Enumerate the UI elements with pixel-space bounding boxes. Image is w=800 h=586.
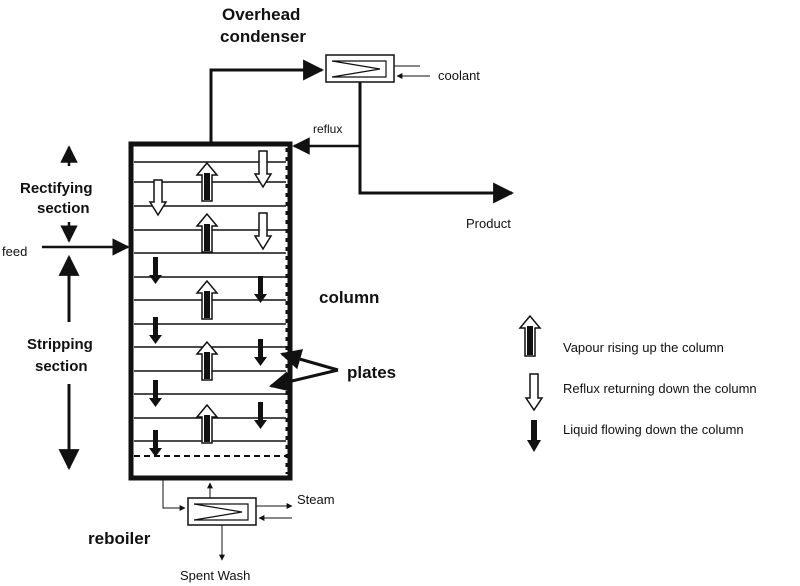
legend-text-reflux: Reflux returning down the column: [563, 381, 757, 396]
reflux-label: reflux: [313, 122, 342, 136]
steam-label: Steam: [297, 492, 335, 507]
liquid-arrow-icon: [149, 380, 162, 407]
reboiler-label: reboiler: [88, 529, 151, 548]
reflux-arrow-icon: [524, 373, 544, 412]
legend-text-liquid: Liquid flowing down the column: [563, 422, 744, 437]
overhead-condenser: [325, 54, 395, 83]
overhead-label-line1: Overhead: [222, 5, 300, 24]
plates-pointer-upper: [279, 349, 339, 372]
reflux-arrow-icon: [148, 179, 168, 217]
vapour-arrow-icon: [195, 212, 219, 253]
legend: Vapour rising up the column Reflux retur…: [518, 314, 757, 452]
overhead-vapour-line: [209, 59, 325, 142]
reflux-arrow-icon: [253, 212, 273, 251]
vapour-arrow-icon: [518, 314, 542, 357]
product-label: Product: [466, 216, 511, 231]
feed-label: feed: [2, 244, 27, 259]
liquid-arrows: [149, 257, 267, 457]
reflux-arrow-icon: [253, 150, 273, 189]
plates-pointer-lower: [268, 368, 339, 392]
rectifying-label-line2: section: [37, 200, 90, 217]
vapour-arrow-icon: [195, 279, 219, 320]
condensate-line: [358, 82, 515, 204]
liquid-arrow-icon: [527, 420, 541, 452]
vapour-arrow-icon: [195, 161, 219, 202]
spent-wash-label: Spent Wash: [180, 568, 250, 583]
liquid-arrow-icon: [149, 257, 162, 284]
overhead-label-line2: condenser: [220, 27, 306, 46]
liquid-arrow-icon: [254, 339, 267, 366]
reboiler-feed-line: [162, 478, 186, 511]
legend-text-vapour: Vapour rising up the column: [563, 340, 724, 355]
vapour-arrow-icon: [195, 403, 219, 444]
legend-item-vapour: [518, 314, 542, 357]
stripping-label-line2: section: [35, 358, 88, 375]
coolant-label: coolant: [438, 68, 480, 83]
rectifying-label-line1: Rectifying: [20, 180, 93, 197]
vapour-arrow-icon: [195, 340, 219, 381]
liquid-arrow-icon: [254, 402, 267, 429]
vapour-arrows: [195, 161, 219, 444]
column-label: column: [319, 288, 379, 307]
liquid-arrow-icon: [149, 430, 162, 457]
stripping-label-line1: Stripping: [27, 336, 93, 353]
liquid-arrow-icon: [149, 317, 162, 344]
reboiler: [187, 497, 257, 526]
column-shell: [128, 141, 293, 481]
plates-label: plates: [347, 363, 396, 382]
liquid-arrow-icon: [254, 276, 267, 303]
reflux-arrows: [148, 150, 273, 251]
